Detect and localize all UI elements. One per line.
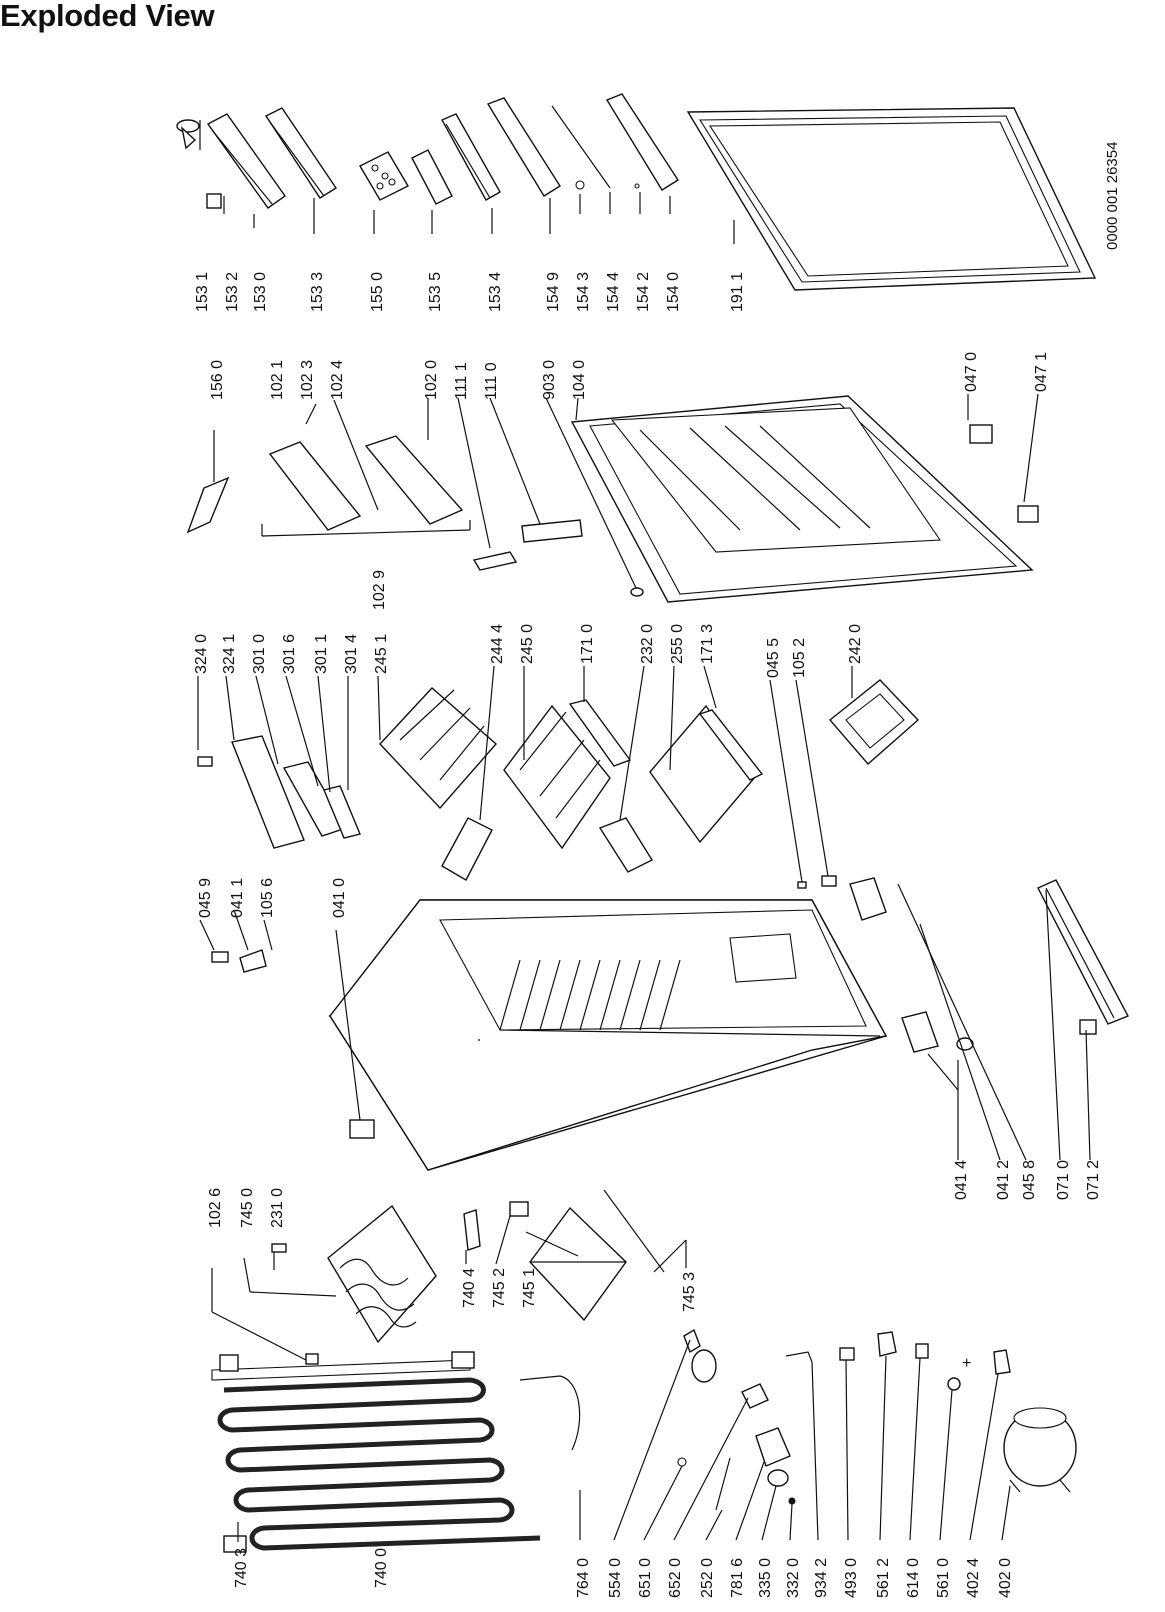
part-label: 554 0 <box>607 1558 624 1598</box>
part-label: 153 1 <box>194 272 211 312</box>
part-label: 781 6 <box>729 1558 746 1598</box>
part-label: 231 0 <box>269 1188 286 1228</box>
part-label: 245 0 <box>519 624 536 664</box>
part-label: 104 0 <box>571 360 588 400</box>
part-label: 740 4 <box>461 1268 478 1308</box>
part-label: 740 3 <box>233 1548 250 1588</box>
page-title: Exploded View <box>0 0 215 33</box>
part-label: 561 0 <box>935 1558 952 1598</box>
part-label: 934 2 <box>813 1558 830 1598</box>
part-label: 102 6 <box>207 1188 224 1228</box>
part-label: 335 0 <box>757 1558 774 1598</box>
part-label: 745 1 <box>521 1268 538 1308</box>
part-label: 045 8 <box>1021 1160 1038 1200</box>
part-label: 244 4 <box>489 624 506 664</box>
part-label: 041 2 <box>995 1160 1012 1200</box>
part-label: 153 2 <box>224 272 241 312</box>
part-label: 047 1 <box>1033 352 1050 392</box>
part-label: 652 0 <box>667 1558 684 1598</box>
part-label: 102 9 <box>371 570 388 610</box>
part-label: 041 1 <box>229 878 246 918</box>
inner-shelves <box>186 435 583 571</box>
part-label: 102 0 <box>423 360 440 400</box>
door-gasket-191-1 <box>686 107 1097 291</box>
wire-shelves <box>197 679 920 881</box>
door-shelves <box>176 93 679 209</box>
part-label: 153 3 <box>309 272 326 312</box>
part-label: 191 1 <box>729 272 746 312</box>
part-label: 903 0 <box>541 360 558 400</box>
part-label: 245 1 <box>373 634 390 674</box>
part-label: 332 0 <box>785 1558 802 1598</box>
document-code: 0000 001 26354 <box>1104 142 1121 250</box>
part-label: 252 0 <box>699 1558 716 1598</box>
condenser-coil <box>211 1351 581 1553</box>
part-label: 153 4 <box>487 272 504 312</box>
part-label: 041 4 <box>953 1160 970 1200</box>
part-label: 071 0 <box>1055 1160 1072 1200</box>
part-label: 111 1 <box>453 362 470 400</box>
part-label: 154 4 <box>605 272 622 312</box>
part-label: 745 0 <box>239 1188 256 1228</box>
leader-lines <box>197 120 1091 1542</box>
part-label: 155 0 <box>369 272 386 312</box>
part-label: 402 4 <box>965 1558 982 1598</box>
part-label: 105 6 <box>259 878 276 918</box>
part-label: 071 2 <box>1085 1160 1102 1200</box>
part-label: 154 0 <box>665 272 682 312</box>
part-label: 153 5 <box>427 272 444 312</box>
lower-brackets <box>797 875 1129 1053</box>
part-label: 232 0 <box>639 624 656 664</box>
part-label: 402 0 <box>997 1558 1014 1598</box>
part-label: 745 2 <box>491 1268 508 1308</box>
part-label: 301 1 <box>313 634 330 674</box>
part-label: 651 0 <box>637 1558 654 1598</box>
part-label: 324 0 <box>193 634 210 674</box>
main-cabinet <box>211 899 888 1171</box>
part-label: 045 5 <box>765 638 782 678</box>
part-label: 102 3 <box>299 360 316 400</box>
compressor-parts <box>677 1328 1077 1511</box>
part-label: 105 2 <box>791 638 808 678</box>
part-label: 324 1 <box>221 634 238 674</box>
part-label: 255 0 <box>669 624 686 664</box>
part-label: 745 3 <box>681 1272 698 1312</box>
evaporator-box <box>271 1189 665 1365</box>
part-label: 047 0 <box>963 352 980 392</box>
part-label: 614 0 <box>905 1558 922 1598</box>
part-label: 242 0 <box>847 624 864 664</box>
part-label: 153 0 <box>252 272 269 312</box>
part-label: 156 0 <box>209 360 226 400</box>
part-label: 111 0 <box>483 362 500 400</box>
evaporator-fins <box>499 959 681 1031</box>
part-label: 102 4 <box>329 360 346 400</box>
part-label: 045 9 <box>197 878 214 918</box>
part-label: 154 9 <box>545 272 562 312</box>
plus-sign: + <box>962 1355 971 1372</box>
part-label: 041 0 <box>331 878 348 918</box>
part-label: 171 3 <box>699 624 716 664</box>
part-label: 301 4 <box>343 634 360 674</box>
part-label: 561 2 <box>875 1558 892 1598</box>
part-label: 154 3 <box>575 272 592 312</box>
part-label: 493 0 <box>843 1558 860 1598</box>
part-label: 154 2 <box>635 272 652 312</box>
part-label: 171 0 <box>579 624 596 664</box>
part-label: 102 1 <box>269 360 286 400</box>
part-label: 764 0 <box>575 1558 592 1598</box>
part-label: 740 0 <box>373 1548 390 1588</box>
part-labels: 153 1 153 2 153 0 153 3 155 0 153 5 153 … <box>193 142 1121 1598</box>
freezer-door-104-0 <box>570 395 1039 603</box>
part-label: 301 0 <box>251 634 268 674</box>
part-label: 301 6 <box>281 634 298 674</box>
